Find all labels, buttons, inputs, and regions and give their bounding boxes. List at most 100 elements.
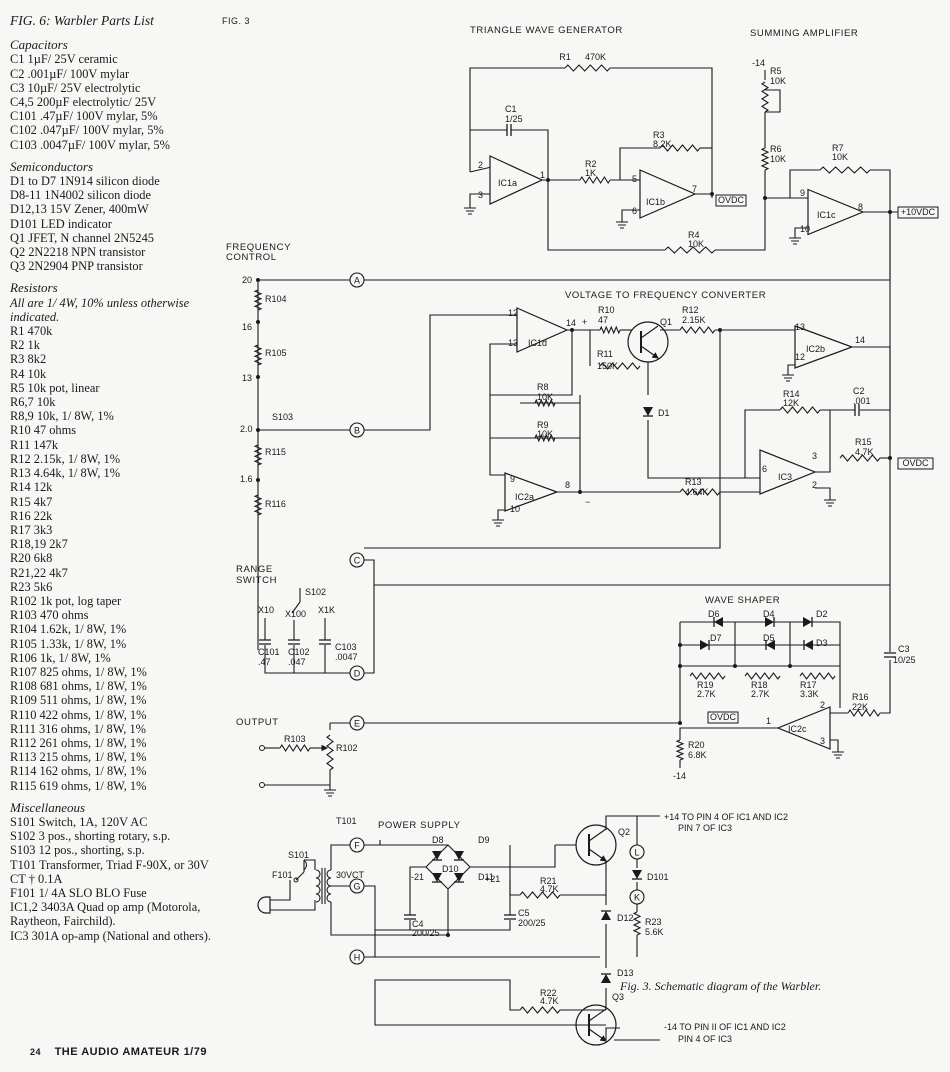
wire	[679, 727, 778, 740]
component-label: R102	[336, 743, 358, 753]
part-item: R115 619 ohms, 1/ 8W, 1%	[10, 778, 147, 793]
output-terminal	[259, 745, 265, 751]
polarity-mark: −	[585, 497, 590, 507]
connector-circle	[629, 844, 645, 860]
part-item: R11 147k	[10, 437, 59, 452]
capacitor	[506, 124, 512, 136]
connector-circle	[349, 878, 365, 894]
resistor	[632, 911, 642, 936]
wire	[270, 895, 291, 901]
component-label: R19	[697, 680, 714, 690]
part-item: D8-11 1N4002 silicon diode	[10, 188, 151, 203]
pin-number: 14	[566, 318, 576, 328]
wire	[511, 129, 549, 180]
wire	[619, 147, 660, 180]
pin-number: 1	[540, 170, 545, 180]
resistor	[744, 672, 781, 680]
junction-dot	[678, 643, 682, 647]
component-value: 5.6K	[645, 927, 664, 937]
component-label: R104	[265, 294, 287, 304]
wire	[765, 89, 781, 113]
supply-note: PIN 4 OF IC3	[678, 1034, 732, 1044]
component-value: 470K	[585, 52, 606, 62]
diode	[432, 873, 442, 882]
ic-label: IC2b	[806, 344, 825, 354]
pin-number: 2	[812, 480, 817, 490]
component-value: 10K	[770, 154, 786, 164]
part-item: R10 47 ohms	[10, 423, 77, 438]
component-label: Q1	[660, 317, 672, 327]
component-value: 10K	[688, 239, 704, 249]
parts-section-heading: Resistors	[10, 280, 58, 296]
wire	[510, 845, 556, 868]
section-title: CONTROL	[226, 252, 277, 263]
ic-label: IC1d	[528, 338, 547, 348]
tap-label: 16	[242, 322, 252, 332]
connector-letter: B	[354, 426, 360, 436]
resistor	[679, 326, 716, 334]
pin-number: 2	[820, 700, 825, 710]
part-item: R109 511 ohms, 1/ 8W, 1%	[10, 693, 147, 708]
junction-dot	[788, 664, 792, 668]
voltage-box	[897, 457, 934, 470]
parts-list-title: FIG. 6: Warbler Parts List	[10, 13, 154, 28]
component-label: F101	[272, 870, 293, 880]
resistor	[760, 147, 770, 171]
junction-dot	[678, 664, 682, 668]
wire	[547, 180, 665, 251]
wire	[647, 420, 760, 479]
part-item: R108 681 ohms, 1/ 8W, 1%	[10, 679, 147, 694]
transformer-coil	[315, 877, 321, 887]
component-label: R13	[685, 477, 702, 487]
diode	[601, 974, 611, 983]
resistor	[534, 433, 556, 443]
transistor-emitter	[640, 345, 659, 359]
component-value: 22K	[852, 702, 868, 712]
connector-letter: H	[354, 953, 361, 963]
junction-dot	[678, 721, 682, 725]
pin-number: 1	[766, 716, 771, 726]
part-item: R113 215 ohms, 1/ 8W, 1%	[10, 750, 147, 765]
resistor	[253, 444, 263, 466]
component-label: S103	[272, 412, 293, 422]
component-label: C1	[505, 104, 517, 114]
diode	[432, 851, 442, 860]
tap-label: 13	[242, 373, 252, 383]
part-item: R23 5k6	[10, 579, 53, 594]
pin-number: 12	[795, 352, 805, 362]
part-item: R106 1k, 1/ 8W, 1%	[10, 650, 111, 665]
part-item: R3 8k2	[10, 352, 47, 367]
op-amp-ic2b	[794, 325, 854, 369]
component-label: C102	[288, 647, 310, 657]
supply-label: -14	[752, 58, 765, 68]
connector-letter: F	[354, 841, 360, 851]
wire	[264, 645, 350, 674]
component-value: 6.8K	[688, 750, 707, 760]
part-item: R114 162 ohms, 1/ 8W, 1%	[10, 764, 147, 779]
part-item: Q3 2N2904 PNP transistor	[10, 259, 143, 274]
part-item: R15 4k7	[10, 494, 53, 509]
section-title: POWER SUPPLY	[378, 820, 461, 831]
component-value: 8.2K	[653, 139, 672, 149]
op-amp-ic2a	[504, 472, 559, 512]
wire	[490, 395, 581, 439]
component-label: R23	[645, 917, 662, 927]
part-item: R103 470 ohms	[10, 608, 89, 623]
section-title: FREQUENCY	[226, 242, 291, 253]
junction-dot	[888, 210, 892, 214]
pin-number: 10	[800, 224, 810, 234]
part-item: R21,22 4k7	[10, 565, 68, 580]
component-value: 2.15K	[682, 315, 706, 325]
part-item: R12 2.15k, 1/ 8W, 1%	[10, 451, 121, 466]
component-value: 10K	[537, 429, 553, 439]
component-value: 4.7K	[855, 447, 874, 457]
section-title: SUMMING AMPLIFIER	[750, 28, 858, 39]
tap-label: 2.0	[240, 424, 253, 434]
supply-note: +14 TO PIN 4 OF IC1 AND IC2	[664, 812, 788, 822]
page-footer: 24 THE AUDIO AMATEUR 1/79	[30, 1046, 207, 1058]
resistor	[599, 325, 621, 335]
junction-dot	[570, 328, 574, 332]
switch-contact	[293, 877, 299, 883]
wire	[330, 844, 448, 870]
parts-section-note: All are 1/ 4W, 10% unless otherwise indi…	[10, 295, 190, 324]
